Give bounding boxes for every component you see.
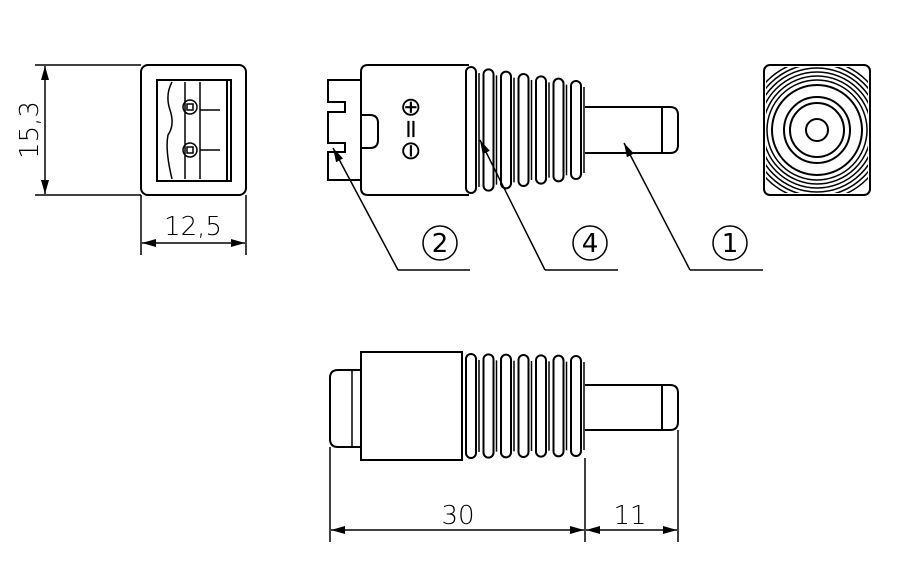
rib [552, 77, 565, 183]
rib [570, 355, 582, 457]
strain-relief-ribs [465, 66, 585, 194]
rib [465, 66, 477, 194]
corner-arc [766, 75, 868, 185]
length-dimensions: 30 11 [329, 430, 679, 542]
corner-arc [766, 71, 868, 189]
callout-1: 1 [623, 142, 763, 271]
end-view [763, 64, 871, 196]
corner-arc [766, 67, 868, 193]
callout-1-label: 1 [722, 229, 739, 259]
rib [535, 354, 547, 458]
width-dimension: 12,5 [140, 195, 247, 255]
corner-arc [766, 79, 868, 181]
callout-2-label: 2 [432, 229, 449, 259]
rib [500, 70, 512, 190]
rib [552, 354, 565, 458]
callout-4: 4 [479, 139, 618, 271]
bottom-view [329, 351, 679, 461]
negative-symbol: ⊖ [396, 140, 426, 162]
rib [482, 353, 495, 459]
polarity-marking: ⊖=⊕ [396, 96, 426, 161]
strain-relief-ribs [465, 353, 585, 459]
callout-2: 2 [332, 147, 470, 271]
height-dimension: 15,3 [15, 64, 141, 196]
corner-arc [766, 67, 868, 193]
rib [570, 80, 582, 180]
rib [500, 353, 512, 459]
side-view: ⊖=⊕ [327, 64, 679, 196]
pin-length-label: 11 [613, 501, 646, 531]
body-length-label: 30 [441, 501, 474, 531]
rib [482, 68, 495, 192]
front-view [140, 64, 247, 196]
rib [517, 354, 530, 458]
rib [465, 353, 477, 459]
rib [535, 75, 547, 185]
callout-4-label: 4 [582, 229, 599, 259]
width-label: 12,5 [164, 212, 222, 242]
positive-symbol: ⊕ [396, 96, 426, 118]
corner-arc [766, 67, 868, 193]
separator-symbol: = [396, 118, 426, 140]
height-label: 15,3 [15, 101, 45, 159]
rib [517, 73, 530, 187]
